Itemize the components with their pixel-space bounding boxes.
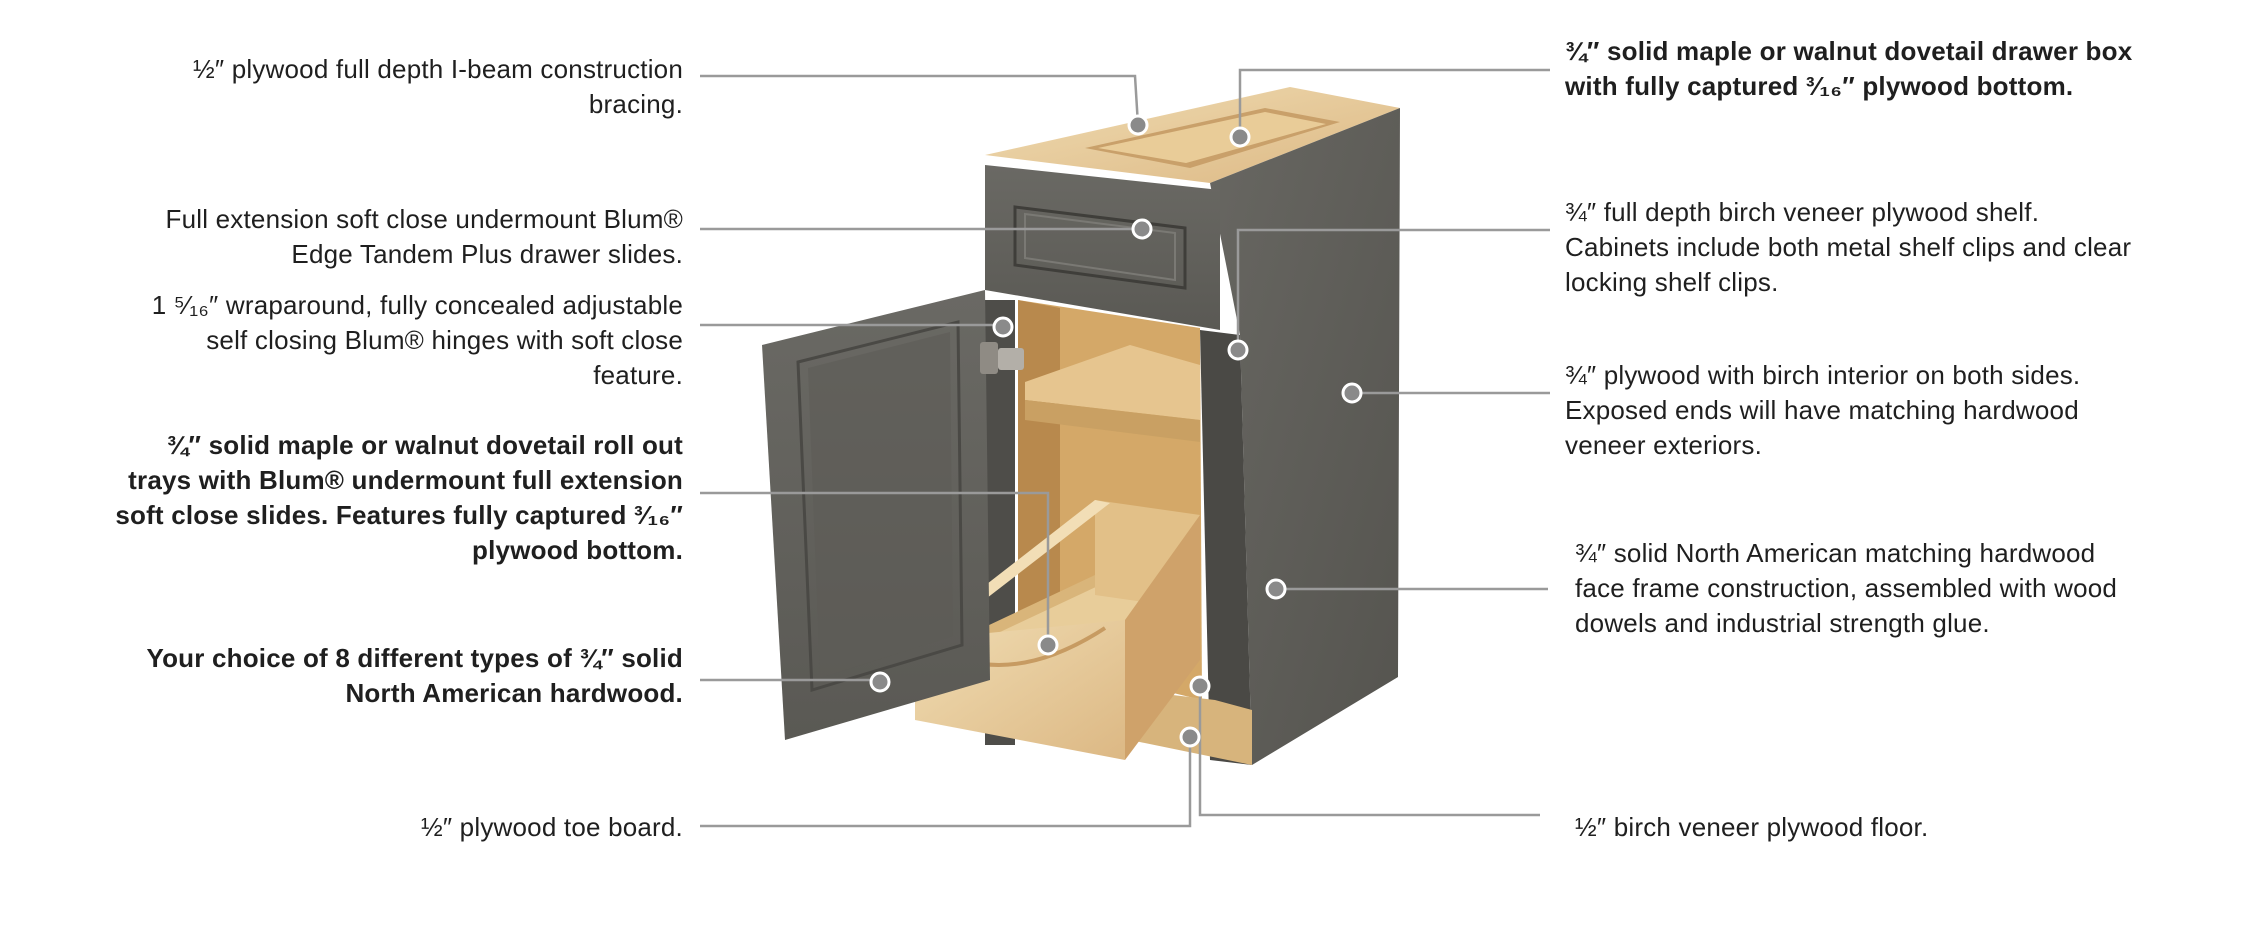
dot-trays <box>1037 634 1059 656</box>
callout-text-line: ½″ plywood full depth I-beam constructio… <box>193 54 683 84</box>
callout-text-line: feature. <box>593 360 683 390</box>
callout-text-line: ¾″ solid North American matching hardwoo… <box>1575 538 2096 568</box>
callout-text-line: Exposed ends will have matching hardwood <box>1565 395 2079 425</box>
dot-drawer-slides <box>1131 218 1153 240</box>
drawer-front-panel-inner <box>1024 212 1176 282</box>
callout-hinges: 1 ⁵⁄₁₆″ wraparound, fully concealed adju… <box>152 288 683 393</box>
dot-drawer-box <box>1229 126 1251 148</box>
callout-text-line: ¾″ full depth birch veneer plywood shelf… <box>1565 197 2040 227</box>
dot-shelf <box>1227 339 1249 361</box>
callout-text-line: 1 ⁵⁄₁₆″ wraparound, fully concealed adju… <box>151 290 683 320</box>
shelf <box>1025 345 1200 420</box>
callout-text-line: with fully captured ³⁄₁₆″ plywood bottom… <box>1565 71 2074 101</box>
callout-shelf: ¾″ full depth birch veneer plywood shelf… <box>1565 195 2131 300</box>
shelf-edge <box>1025 400 1200 442</box>
callout-dots <box>869 114 1363 748</box>
callout-text-line: bracing. <box>588 89 683 119</box>
callout-text-line: dowels and industrial strength glue. <box>1575 608 1990 638</box>
callout-drawer-slides: Full extension soft close undermount Blu… <box>166 202 683 272</box>
leader-line-toe-board <box>700 737 1192 828</box>
cabinet-illustration <box>762 87 1400 765</box>
leader-line-shelf <box>1236 228 1550 350</box>
callout-text-line: North American hardwood. <box>345 678 683 708</box>
leader-line-trays <box>700 491 1050 645</box>
callout-ibeam-bracing: ½″ plywood full depth I-beam constructio… <box>193 52 683 122</box>
callout-text-line: trays with Blum® undermount full extensi… <box>128 465 683 495</box>
callout-text-line: Full extension soft close undermount Blu… <box>165 204 683 234</box>
leader-line-floor <box>1198 686 1540 817</box>
door-panel-inner <box>808 332 953 678</box>
leader-line-ibeam <box>700 74 1140 126</box>
callout-hardwood-choice: Your choice of 8 different types of ¾″ s… <box>146 641 683 711</box>
callout-toe-board: ½″ plywood toe board. <box>421 810 683 845</box>
callout-text-line: locking shelf clips. <box>1565 267 1779 297</box>
cabinet-right-side <box>1210 108 1400 765</box>
callout-roll-out-trays: ¾″ solid maple or walnut dovetail roll o… <box>115 428 683 568</box>
drawer-front <box>985 165 1220 330</box>
callout-text-line: self closing Blum® hinges with soft clos… <box>206 325 683 355</box>
callout-text-line: plywood bottom. <box>472 535 683 565</box>
callout-drawer-box: ¾″ solid maple or walnut dovetail drawer… <box>1565 34 2132 104</box>
dot-hinges <box>992 316 1014 338</box>
callout-floor: ½″ birch veneer plywood floor. <box>1575 810 1928 845</box>
callout-text-line: ¾″ solid maple or walnut dovetail drawer… <box>1565 36 2133 66</box>
dot-floor <box>1189 675 1211 697</box>
callout-text-line: soft close slides. Features fully captur… <box>115 500 683 530</box>
dot-sides <box>1341 382 1363 404</box>
dot-ibeam <box>1127 114 1149 136</box>
callout-text-line: ¾″ solid maple or walnut dovetail roll o… <box>166 430 683 460</box>
callout-sides: ¾″ plywood with birch interior on both s… <box>1565 358 2080 463</box>
callout-text-line: Your choice of 8 different types of ¾″ s… <box>146 643 683 673</box>
leader-lines <box>700 68 1550 828</box>
dot-face-frame <box>1265 578 1287 600</box>
dot-toe-board <box>1179 726 1201 748</box>
callout-text-line: veneer exteriors. <box>1565 430 1763 460</box>
callout-text-line: ½″ plywood toe board. <box>420 812 683 842</box>
tray-right-side <box>1125 515 1200 760</box>
cabinet-right-stile <box>1200 330 1252 765</box>
callout-text-line: Cabinets include both metal shelf clips … <box>1565 232 2132 262</box>
callout-text-line: ½″ birch veneer plywood floor. <box>1575 812 1929 842</box>
drawer-front-panel <box>1013 205 1187 290</box>
drawer-box-inner <box>1098 112 1326 163</box>
hinge <box>980 342 1024 374</box>
dot-hardwood <box>869 671 891 693</box>
leader-line-drawer-box <box>1238 68 1550 137</box>
callout-face-frame: ¾″ solid North American matching hardwoo… <box>1575 536 2117 641</box>
callout-text-line: ¾″ plywood with birch interior on both s… <box>1565 360 2081 390</box>
callout-text-line: face frame construction, assembled with … <box>1575 573 2118 603</box>
door-panel <box>796 320 964 692</box>
callout-text-line: Edge Tandem Plus drawer slides. <box>291 239 683 269</box>
